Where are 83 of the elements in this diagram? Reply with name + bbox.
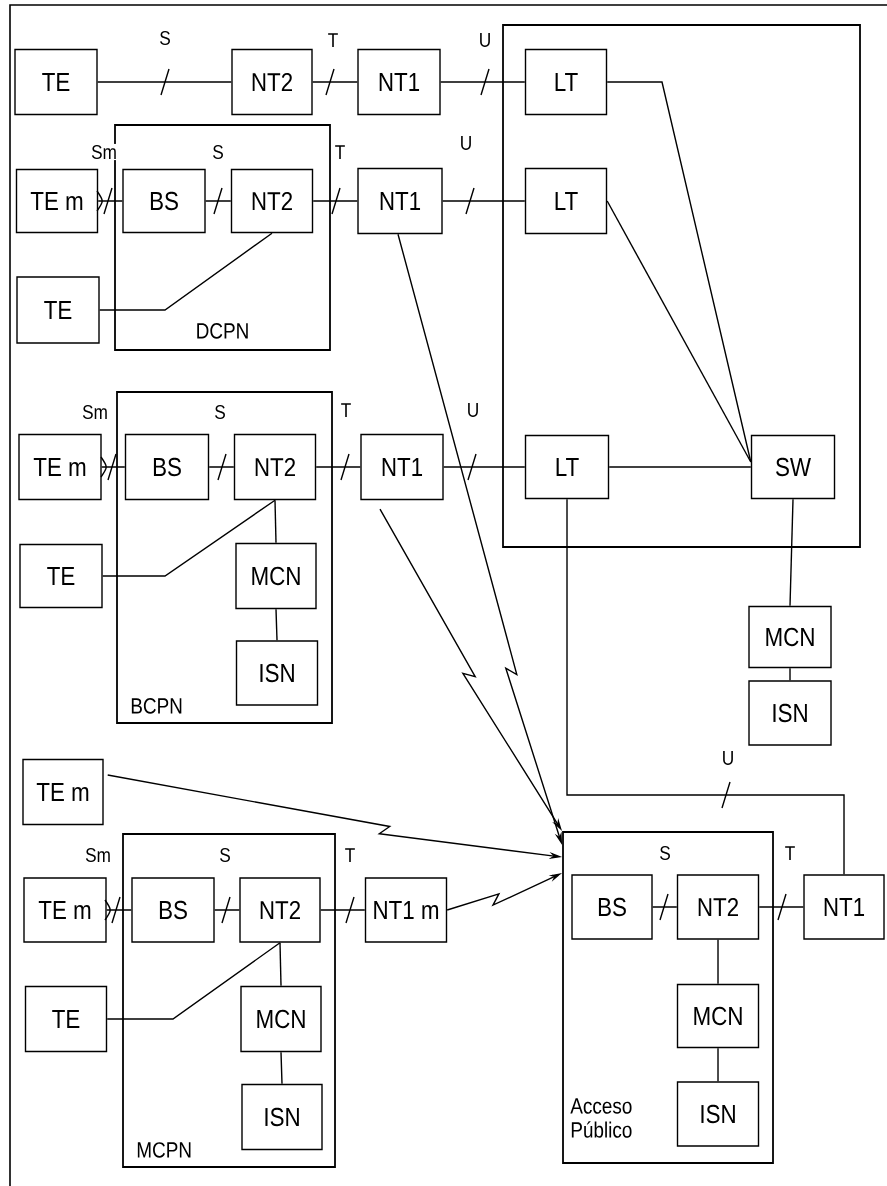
connector-line: [652, 893, 678, 921]
enclosure-box: [502, 24, 861, 548]
connector-line: [104, 896, 132, 924]
connector-line: [99, 232, 273, 311]
edge-label: S: [213, 403, 227, 421]
component-box: ISN: [748, 680, 832, 746]
component-box: MCN: [676, 983, 760, 1049]
connector-line: [274, 499, 277, 544]
component-box: MCN: [240, 985, 322, 1053]
edge-label: Sm: [90, 143, 118, 161]
edge-label: U: [477, 32, 493, 48]
component-box: NT2: [230, 168, 314, 234]
edge-label: S: [211, 143, 225, 161]
component-box: NT2: [676, 874, 760, 940]
edge-label: T: [343, 847, 357, 863]
edge-label: T: [783, 845, 797, 861]
edge-label: Sm: [81, 403, 109, 421]
edge-label: Sm: [84, 846, 112, 864]
component-box: NT1 m: [364, 877, 448, 943]
connector-line: [442, 187, 526, 215]
connector-line: [315, 453, 361, 481]
connector-line: [102, 499, 276, 577]
component-box: NT2: [233, 433, 317, 501]
component-box: TE: [16, 276, 100, 344]
component-box: ISN: [241, 1083, 323, 1151]
component-box: NT1: [357, 167, 443, 235]
connector-line: [789, 498, 794, 607]
edge-label: S: [658, 844, 672, 862]
edge-label: U: [465, 402, 481, 418]
connector-line: [717, 939, 719, 985]
connector-line: [312, 68, 358, 96]
component-box: TE m: [18, 433, 102, 501]
connector-line: [96, 187, 123, 215]
connector-line: [279, 942, 282, 987]
edge-label: U: [720, 750, 736, 766]
connector-line: [97, 68, 232, 96]
edge-label: S: [218, 846, 232, 864]
edge-label: U: [458, 135, 474, 151]
connector-line: [606, 81, 752, 463]
component-box: BS: [122, 168, 206, 234]
connector-line: [789, 667, 791, 681]
connector-line: [208, 453, 235, 481]
connector-line: [312, 187, 358, 215]
connector-line: [320, 896, 366, 924]
edge-label: T: [333, 144, 347, 160]
connector-line: [280, 1051, 283, 1085]
component-box: ISN: [235, 640, 319, 706]
component-box: LT: [524, 434, 610, 500]
component-box: MCN: [235, 542, 317, 610]
connector-line: [214, 896, 240, 924]
component-box: BS: [131, 877, 215, 943]
component-box: SW: [750, 434, 836, 500]
component-box: TE: [14, 48, 98, 116]
component-box: TE m: [23, 877, 107, 943]
connector-line: [275, 608, 278, 641]
edge-label: T: [326, 32, 340, 48]
component-box: NT1: [357, 48, 441, 116]
connector-line: [100, 453, 126, 481]
connector-line: [106, 942, 281, 1020]
edge-label: T: [339, 402, 353, 418]
component-box: TE: [24, 985, 108, 1053]
edge-label: S: [158, 29, 172, 47]
connector-line: [443, 453, 526, 481]
connector-line: [440, 68, 526, 96]
component-box: MCN: [748, 605, 832, 669]
connector-line: [606, 200, 752, 463]
component-box: TE m: [15, 168, 99, 234]
component-box: NT1: [803, 874, 885, 940]
component-box: BS: [571, 874, 653, 940]
component-box: BS: [124, 433, 210, 501]
connector-line: [758, 893, 804, 921]
connector-line: [205, 187, 232, 215]
component-box: TE: [19, 543, 103, 609]
component-box: LT: [524, 167, 608, 235]
connector-line: [608, 466, 752, 468]
component-box: LT: [524, 48, 608, 116]
component-box: NT1: [360, 433, 444, 501]
connector-line: [717, 1047, 719, 1082]
component-box: ISN: [676, 1081, 760, 1147]
connector-line: [566, 498, 845, 875]
component-box: TE m: [22, 758, 104, 826]
component-box: NT2: [231, 48, 313, 116]
component-box: NT2: [239, 877, 321, 943]
